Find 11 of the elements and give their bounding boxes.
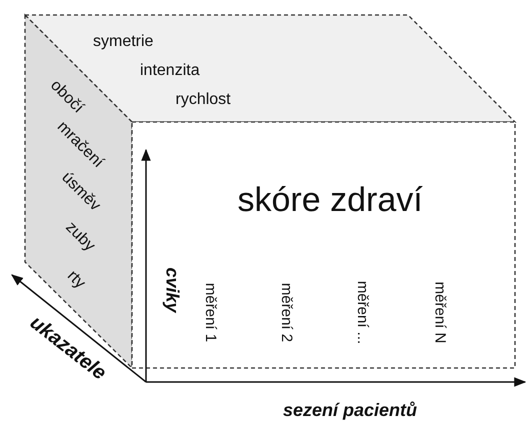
axis-label: cviky: [163, 267, 182, 313]
measurement-label: měření N: [432, 281, 448, 343]
measurement-label: měření 2: [278, 282, 294, 342]
dimension-label: symetrie: [93, 34, 154, 50]
indicator-label: rty: [64, 268, 88, 292]
axis-label: sezení pacientů: [283, 401, 418, 419]
dimension-label: rychlost: [176, 92, 231, 108]
dimension-label: intenzita: [140, 63, 200, 79]
measurement-label: měření ...: [354, 280, 370, 344]
measurement-label: měření 1: [202, 282, 218, 342]
face-title: skóre zdraví: [238, 183, 423, 217]
